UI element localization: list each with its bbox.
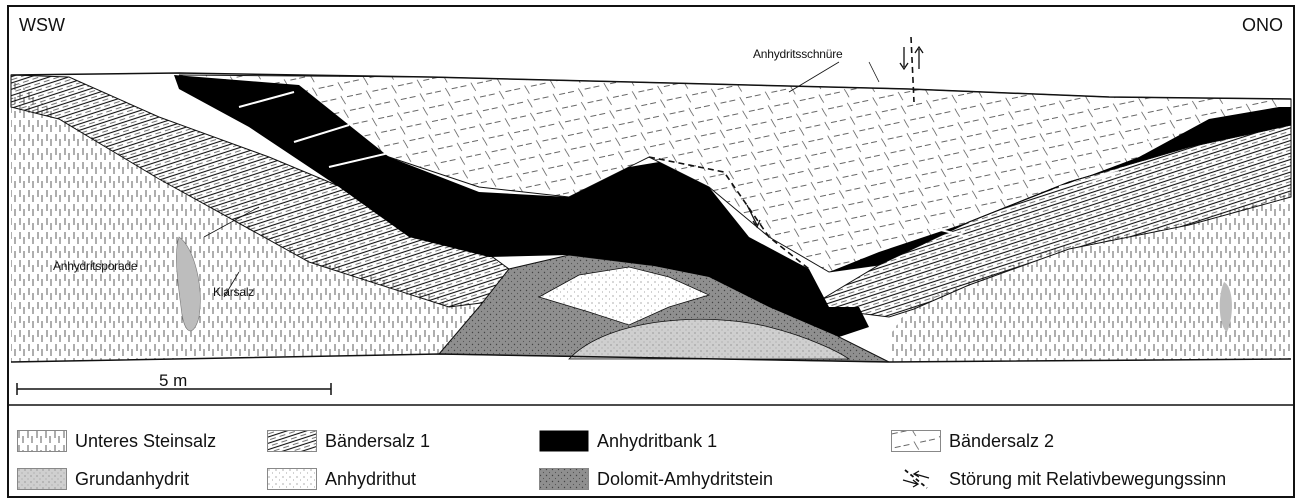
fault-arrows-icon xyxy=(891,468,941,490)
legend-swatch-unteres-steinsalz xyxy=(17,430,67,452)
geological-cross-section: WSW ONO Anhydritsschnüre Anhydritsporade… xyxy=(7,5,1295,498)
legend-label: Anhydritbank 1 xyxy=(597,431,717,452)
label-anhydritsporade: Anhydritsporade xyxy=(53,259,137,273)
label-klarsalz: Klarsalz xyxy=(213,285,254,299)
label-ono: ONO xyxy=(1242,15,1283,36)
legend-item-unteres-steinsalz: Unteres Steinsalz xyxy=(17,425,216,457)
scale-label: 5 m xyxy=(159,371,187,391)
label-wsw: WSW xyxy=(19,15,65,36)
legend-label: Bändersalz 1 xyxy=(325,431,430,452)
legend-label: Anhydrithut xyxy=(325,469,416,490)
legend-label: Bändersalz 2 xyxy=(949,431,1054,452)
legend-swatch-anhydrithut xyxy=(267,468,317,490)
legend-item-grundanhydrit: Grundanhydrit xyxy=(17,463,189,495)
label-anhydritschnuere: Anhydritsschnüre xyxy=(753,47,843,61)
legend-item-baendersalz-1: Bändersalz 1 xyxy=(267,425,430,457)
legend-label: Dolomit-Amhydritstein xyxy=(597,469,773,490)
legend-swatch-baendersalz-1 xyxy=(267,430,317,452)
legend-swatch-dolomit-anhydritstein xyxy=(539,468,589,490)
legend-label: Störung mit Relativbewegungssinn xyxy=(949,469,1226,490)
legend-item-stoerung: Störung mit Relativbewegungssinn xyxy=(891,463,1226,495)
legend-swatch-grundanhydrit xyxy=(17,468,67,490)
legend-item-dolomit-anhydritstein: Dolomit-Amhydritstein xyxy=(539,463,773,495)
legend-label: Grundanhydrit xyxy=(75,469,189,490)
legend-item-anhydritbank-1: Anhydritbank 1 xyxy=(539,425,717,457)
cross-section-drawing xyxy=(9,7,1293,417)
legend-item-anhydrithut: Anhydrithut xyxy=(267,463,416,495)
legend-label: Unteres Steinsalz xyxy=(75,431,216,452)
legend: Unteres Steinsalz Bändersalz 1 Anhydritb… xyxy=(9,419,1293,499)
legend-swatch-baendersalz-2 xyxy=(891,430,941,452)
legend-swatch-anhydritbank-1 xyxy=(539,430,589,452)
legend-item-baendersalz-2: Bändersalz 2 xyxy=(891,425,1054,457)
